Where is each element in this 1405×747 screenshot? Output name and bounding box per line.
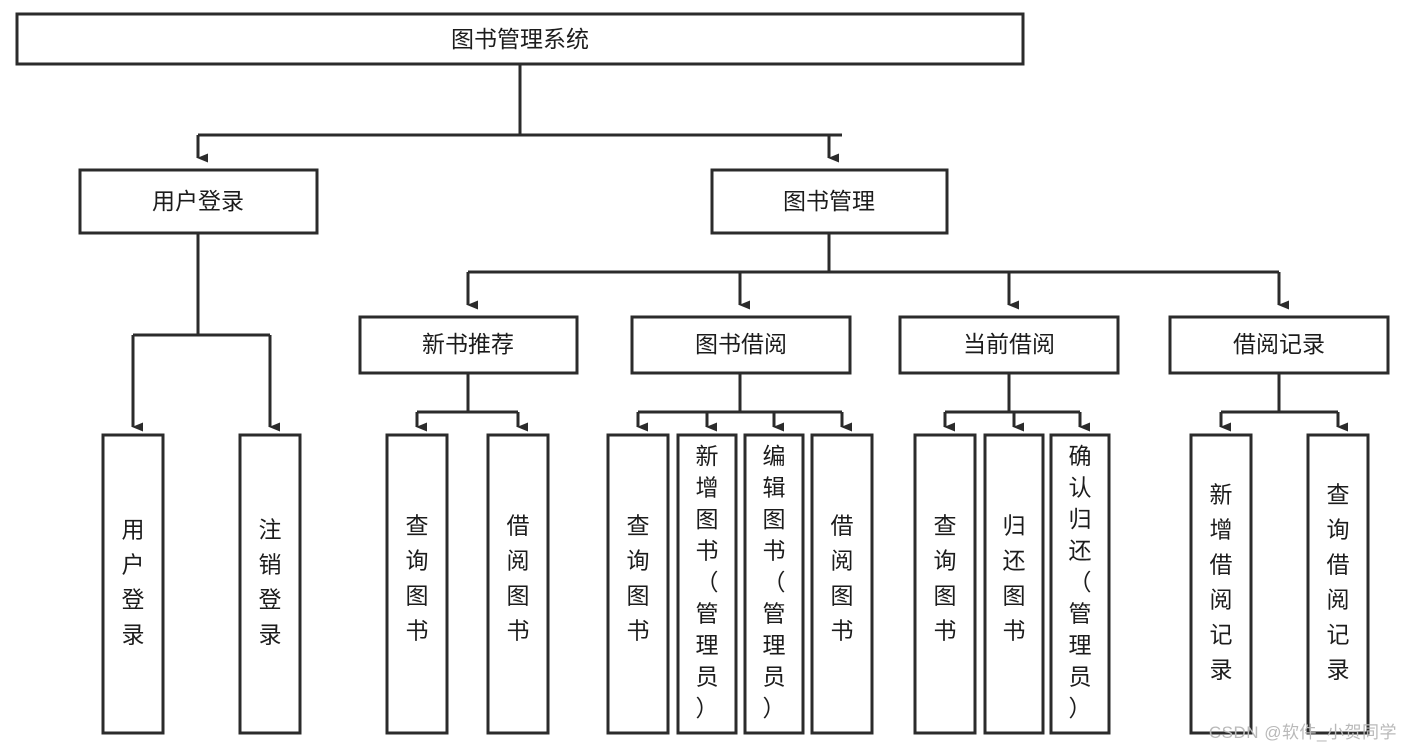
node-leaf-query-book-cur[interactable]: 查询图书 — [913, 433, 977, 735]
root-box[interactable] — [15, 12, 1025, 66]
book-borrow-label: 图书借阅 — [695, 331, 787, 357]
leaf-borrow-book-rec-label: 借阅图书 — [507, 513, 530, 644]
leaf-query-book-borrow-box[interactable] — [606, 433, 670, 735]
leaf-query-book-cur-label: 查询图书 — [934, 513, 957, 644]
leaf-borrow-book-rec-box[interactable] — [486, 433, 550, 735]
leaf-add-borrow-record-box[interactable] — [1189, 433, 1253, 735]
leaf-return-book-label: 归还图书 — [1003, 513, 1026, 644]
node-borrow-record[interactable]: 借阅记录 — [1168, 315, 1390, 375]
edge-userlogin-to-leaves — [131, 233, 280, 432]
leaf-user-login-label: 用户登录 — [122, 517, 145, 648]
current-borrow-box[interactable] — [898, 315, 1120, 375]
edge-newbook-to-leaves — [415, 373, 528, 432]
borrow-record-label: 借阅记录 — [1233, 331, 1325, 357]
leaf-add-book-admin-label: 新增图书（管理员） — [696, 443, 719, 721]
edge-bookmgmt-to-children — [466, 233, 1289, 310]
leaf-logout-label: 注销登录 — [259, 517, 282, 648]
user-login-box[interactable] — [78, 168, 319, 235]
node-leaf-borrow-book[interactable]: 借阅图书 — [810, 433, 874, 735]
current-borrow-label: 当前借阅 — [963, 331, 1055, 357]
node-book-management[interactable]: 图书管理 — [710, 168, 949, 235]
node-user-login[interactable]: 用户登录 — [78, 168, 319, 235]
borrow-record-box[interactable] — [1168, 315, 1390, 375]
leaf-add-borrow-record-label: 新增借阅记录 — [1210, 482, 1233, 683]
node-leaf-add-book-admin[interactable]: 新增图书（管理员） — [676, 433, 738, 735]
new-book-recommend-box[interactable] — [358, 315, 579, 375]
node-leaf-query-borrow-record[interactable]: 查询借阅记录 — [1306, 433, 1370, 735]
node-leaf-user-login[interactable]: 用户登录 — [101, 433, 165, 735]
book-management-label: 图书管理 — [783, 188, 875, 214]
leaf-query-book-rec-label: 查询图书 — [406, 513, 429, 644]
node-leaf-return-book[interactable]: 归还图书 — [983, 433, 1045, 735]
leaf-borrow-book-box[interactable] — [810, 433, 874, 735]
leaf-add-book-admin-box[interactable] — [676, 433, 738, 735]
node-leaf-logout[interactable]: 注销登录 — [238, 433, 302, 735]
leaf-edit-book-admin-label: 编辑图书（管理员） — [763, 443, 786, 721]
edge-currentborrow-to-leaves — [943, 373, 1090, 432]
node-leaf-edit-book-admin[interactable]: 编辑图书（管理员） — [743, 433, 805, 735]
new-book-recommend-label: 新书推荐 — [422, 331, 514, 357]
node-leaf-query-book-borrow[interactable]: 查询图书 — [606, 433, 670, 735]
edge-bookborrow-to-leaves — [636, 373, 852, 432]
node-leaf-add-borrow-record[interactable]: 新增借阅记录 — [1189, 433, 1253, 735]
node-current-borrow[interactable]: 当前借阅 — [898, 315, 1120, 375]
leaf-edit-book-admin-box[interactable] — [743, 433, 805, 735]
leaf-return-book-box[interactable] — [983, 433, 1045, 735]
node-leaf-confirm-return-admin[interactable]: 确认归还（管理员） — [1049, 433, 1111, 735]
leaf-borrow-book-label: 借阅图书 — [831, 513, 854, 644]
nodes-layer: 图书管理系统 用户登录 图书管理 新书推荐 图书借阅 — [15, 12, 1390, 735]
leaf-user-login-box[interactable] — [101, 433, 165, 735]
leaf-query-book-cur-box[interactable] — [913, 433, 977, 735]
leaf-query-book-rec-box[interactable] — [385, 433, 449, 735]
root-label: 图书管理系统 — [451, 26, 589, 52]
leaf-logout-box[interactable] — [238, 433, 302, 735]
node-book-borrow[interactable]: 图书借阅 — [630, 315, 852, 375]
edge-borrowrecord-to-leaves — [1219, 373, 1348, 432]
node-leaf-borrow-book-rec[interactable]: 借阅图书 — [486, 433, 550, 735]
leaf-query-book-borrow-label: 查询图书 — [627, 513, 650, 644]
edge-root-to-level2 — [196, 64, 842, 163]
user-login-label: 用户登录 — [152, 188, 244, 214]
leaf-query-borrow-record-box[interactable] — [1306, 433, 1370, 735]
leaf-query-borrow-record-label: 查询借阅记录 — [1327, 482, 1350, 683]
leaf-confirm-return-admin-label: 确认归还（管理员） — [1069, 443, 1092, 721]
book-management-box[interactable] — [710, 168, 949, 235]
book-borrow-box[interactable] — [630, 315, 852, 375]
edges-layer — [131, 64, 1348, 432]
node-new-book-recommend[interactable]: 新书推荐 — [358, 315, 579, 375]
node-leaf-query-book-rec[interactable]: 查询图书 — [385, 433, 449, 735]
node-root[interactable]: 图书管理系统 — [15, 12, 1025, 66]
leaf-confirm-return-admin-box[interactable] — [1049, 433, 1111, 735]
